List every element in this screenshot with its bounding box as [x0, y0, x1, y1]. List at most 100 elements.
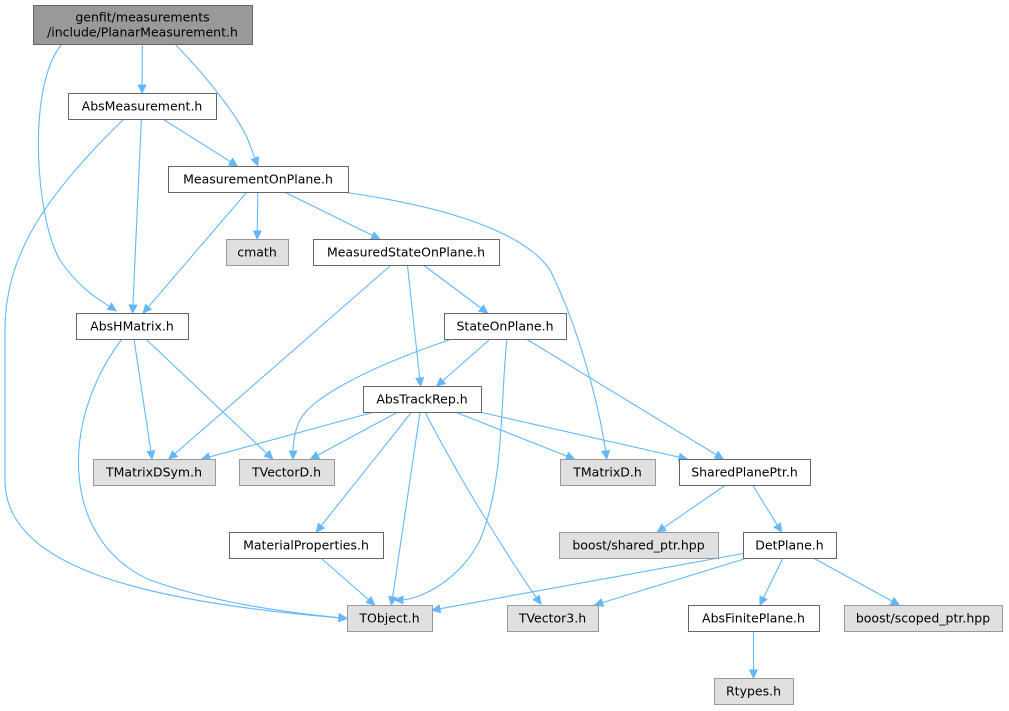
node-tvector3: TVector3.h — [507, 605, 599, 632]
node-boostscoped: boost/scoped_ptr.hpp — [844, 605, 1003, 632]
edge-stateonplane-tobject — [393, 338, 508, 605]
node-box — [714, 678, 794, 705]
edges-layer — [4, 43, 901, 680]
edge-arrowhead — [168, 449, 179, 460]
edge-arrowhead — [435, 376, 447, 387]
edge-stateonplane-abstrackrep — [435, 338, 491, 387]
node-label: AbsHMatrix.h — [90, 319, 174, 334]
edge-arrowhead — [227, 157, 239, 167]
edge-arrowhead — [759, 595, 768, 607]
node-label: StateOnPlane.h — [456, 319, 553, 334]
edge-line — [292, 338, 453, 455]
node-label: TVector3.h — [518, 611, 586, 626]
edge-arrowhead — [713, 450, 725, 460]
edge-abshmatrix-tobject — [77, 338, 349, 623]
node-absmeas[interactable]: AbsMeasurement.h — [68, 93, 217, 120]
node-abshmatrix[interactable]: AbsHMatrix.h — [76, 313, 189, 340]
edge-arrowhead — [415, 377, 425, 388]
node-abstrackrep[interactable]: AbsTrackRep.h — [363, 386, 482, 413]
edge-line — [391, 411, 421, 601]
edge-measonplane-cmath — [252, 191, 262, 241]
edge-abstrackrep-tmatrixdsym — [200, 411, 375, 462]
edge-arrowhead — [430, 604, 442, 614]
edge-absmeas-measonplane — [162, 118, 239, 167]
edge-abstrackrep-tobject — [388, 411, 421, 607]
edge-arrowhead — [600, 449, 611, 461]
edge-measonplane-abshmatrix — [142, 191, 248, 314]
edge-root-measonplane — [174, 43, 260, 167]
edge-line — [77, 338, 343, 619]
node-label: Rtypes.h — [726, 684, 781, 699]
node-box — [347, 605, 433, 632]
node-box — [68, 93, 217, 120]
node-label: TMatrixD.h — [572, 465, 642, 480]
node-label: MeasurementOnPlane.h — [183, 172, 333, 187]
edge-arrowhead — [252, 230, 262, 241]
node-absfiniteplane[interactable]: AbsFinitePlane.h — [688, 605, 820, 632]
edge-line — [256, 191, 259, 235]
edge-line — [599, 557, 748, 605]
edge-stateonplane-tvectord — [288, 338, 453, 461]
edge-line — [761, 557, 784, 601]
edge-abstrackrep-sharedplaneptr — [479, 411, 689, 462]
nodes-layer: genfit/measurements/include/PlanarMeasur… — [33, 5, 1003, 705]
node-materialprops[interactable]: MaterialProperties.h — [229, 532, 384, 559]
node-label: /include/PlanarMeasurement.h — [47, 25, 238, 40]
edge-detplane-absfiniteplane — [759, 557, 784, 607]
edge-line — [132, 118, 142, 309]
node-box — [688, 605, 820, 632]
edge-arrowhead — [656, 523, 667, 533]
edge-arrowhead — [315, 522, 326, 533]
node-box — [229, 532, 384, 559]
edge-arrowhead — [309, 450, 321, 460]
edge-arrowhead — [369, 231, 381, 240]
edge-arrowhead — [365, 595, 376, 606]
edge-measonplane-measstate — [284, 191, 381, 240]
edge-arrowhead — [889, 596, 901, 606]
node-boostshared: boost/shared_ptr.hpp — [559, 532, 719, 559]
edge-line — [284, 191, 376, 238]
node-root: genfit/measurements/include/PlanarMeasur… — [33, 5, 253, 45]
edge-line — [206, 411, 375, 459]
node-label: boost/scoped_ptr.hpp — [856, 611, 990, 626]
edge-line — [813, 557, 896, 604]
edge-arrowhead — [532, 594, 542, 606]
node-tmatrixd: TMatrixD.h — [560, 459, 656, 486]
edge-line — [314, 411, 399, 458]
edge-arrowhead — [288, 450, 298, 461]
node-label: AbsMeasurement.h — [82, 99, 203, 114]
edge-sharedplaneptr-boostshared — [656, 484, 726, 533]
edge-root-absmeas — [137, 43, 147, 95]
edge-detplane-tvector3 — [593, 557, 748, 607]
node-box — [226, 239, 289, 266]
edge-abshmatrix-tvectord — [145, 338, 274, 460]
edge-abstrackrep-tmatrixd — [454, 411, 576, 461]
edge-line — [406, 264, 421, 382]
node-measonplane[interactable]: MeasurementOnPlane.h — [168, 166, 349, 193]
node-detplane[interactable]: DetPlane.h — [743, 532, 837, 559]
node-label: SharedPlanePtr.h — [691, 465, 798, 480]
node-box — [444, 313, 567, 340]
edge-line — [174, 43, 257, 162]
edge-line — [162, 118, 234, 164]
node-cmath: cmath — [226, 239, 289, 266]
node-label: MaterialProperties.h — [243, 538, 369, 553]
edge-line — [4, 118, 343, 619]
edge-line — [661, 484, 726, 530]
edge-line — [172, 264, 392, 457]
node-box — [313, 239, 500, 266]
node-measstate[interactable]: MeasuredStateOnPlane.h — [313, 239, 500, 266]
node-sharedplaneptr[interactable]: SharedPlanePtr.h — [679, 459, 811, 486]
edge-line — [436, 552, 744, 610]
edge-arrowhead — [388, 595, 398, 607]
edge-arrowhead — [128, 304, 138, 315]
edge-abshmatrix-tmatrixdsym — [133, 338, 156, 461]
node-stateonplane[interactable]: StateOnPlane.h — [444, 313, 567, 340]
node-box — [559, 532, 719, 559]
edge-measstate-abstrackrep — [406, 264, 425, 388]
edge-line — [133, 338, 152, 455]
edge-measonplane-tmatrixd — [342, 191, 611, 461]
edge-arrowhead — [142, 303, 153, 314]
node-label: DetPlane.h — [755, 538, 823, 553]
node-box — [560, 459, 656, 486]
